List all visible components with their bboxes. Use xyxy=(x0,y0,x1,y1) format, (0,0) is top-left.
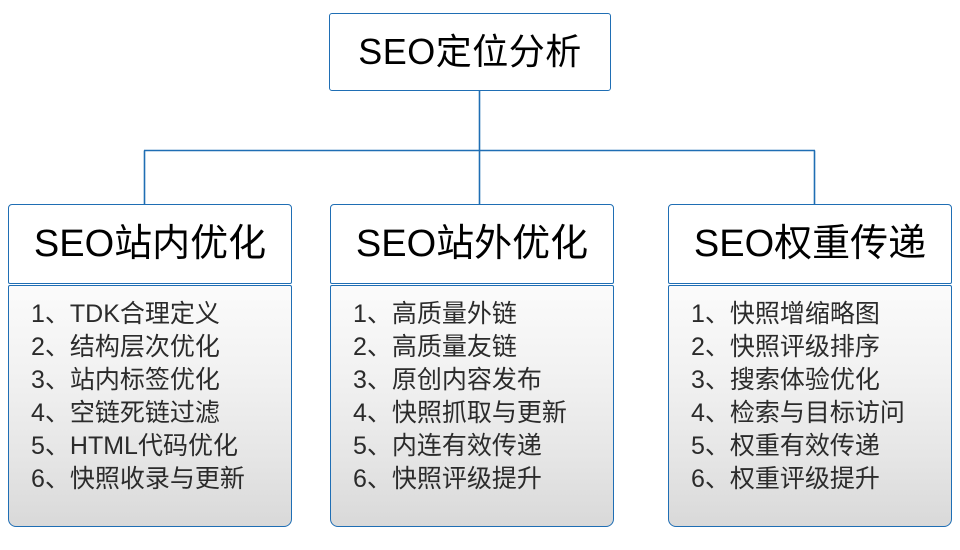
branch-body-weight-transfer: 1、快照增缩略图 2、快照评级排序 3、搜索体验优化 4、检索与目标访问 5、权… xyxy=(668,285,952,527)
list-item: 5、内连有效传递 xyxy=(353,432,542,460)
branch-card-onsite[interactable]: SEO站内优化 1、TDK合理定义 2、结构层次优化 3、站内标签优化 4、空链… xyxy=(8,204,292,527)
list-item: 3、原创内容发布 xyxy=(353,366,542,394)
branch-body-onsite: 1、TDK合理定义 2、结构层次优化 3、站内标签优化 4、空链死链过滤 5、H… xyxy=(8,285,292,527)
list-item: 4、空链死链过滤 xyxy=(31,399,220,427)
list-item: 5、权重有效传递 xyxy=(691,432,880,460)
list-item: 6、快照评级提升 xyxy=(353,465,542,493)
list-item: 3、站内标签优化 xyxy=(31,366,220,394)
branch-body-offsite: 1、高质量外链 2、高质量友链 3、原创内容发布 4、快照抓取与更新 5、内连有… xyxy=(330,285,614,527)
list-item: 6、快照收录与更新 xyxy=(31,465,245,493)
list-item: 5、HTML代码优化 xyxy=(31,432,238,460)
branch-heading-label: SEO权重传递 xyxy=(693,223,927,265)
list-item: 2、高质量友链 xyxy=(353,333,517,361)
list-item: 6、权重评级提升 xyxy=(691,465,880,493)
branch-card-offsite[interactable]: SEO站外优化 1、高质量外链 2、高质量友链 3、原创内容发布 4、快照抓取与… xyxy=(330,204,614,527)
branch-heading-offsite[interactable]: SEO站外优化 xyxy=(330,204,614,284)
list-item: 4、检索与目标访问 xyxy=(691,399,905,427)
list-item: 1、TDK合理定义 xyxy=(31,300,220,328)
list-item: 1、快照增缩略图 xyxy=(691,300,880,328)
list-item: 3、搜索体验优化 xyxy=(691,366,880,394)
root-node-seo-positioning-analysis[interactable]: SEO定位分析 xyxy=(329,13,611,91)
branch-heading-label: SEO站外优化 xyxy=(355,223,589,265)
branch-item-list: 1、快照增缩略图 2、快照评级排序 3、搜索体验优化 4、检索与目标访问 5、权… xyxy=(669,298,951,496)
branch-heading-weight-transfer[interactable]: SEO权重传递 xyxy=(668,204,952,284)
root-node-label: SEO定位分析 xyxy=(358,31,582,72)
list-item: 1、高质量外链 xyxy=(353,300,517,328)
list-item: 2、结构层次优化 xyxy=(31,333,220,361)
branch-heading-onsite[interactable]: SEO站内优化 xyxy=(8,204,292,284)
list-item: 4、快照抓取与更新 xyxy=(353,399,567,427)
branch-item-list: 1、TDK合理定义 2、结构层次优化 3、站内标签优化 4、空链死链过滤 5、H… xyxy=(9,298,291,496)
branch-item-list: 1、高质量外链 2、高质量友链 3、原创内容发布 4、快照抓取与更新 5、内连有… xyxy=(331,298,613,496)
branch-heading-label: SEO站内优化 xyxy=(33,223,267,265)
list-item: 2、快照评级排序 xyxy=(691,333,880,361)
branch-card-weight-transfer[interactable]: SEO权重传递 1、快照增缩略图 2、快照评级排序 3、搜索体验优化 4、检索与… xyxy=(668,204,952,527)
